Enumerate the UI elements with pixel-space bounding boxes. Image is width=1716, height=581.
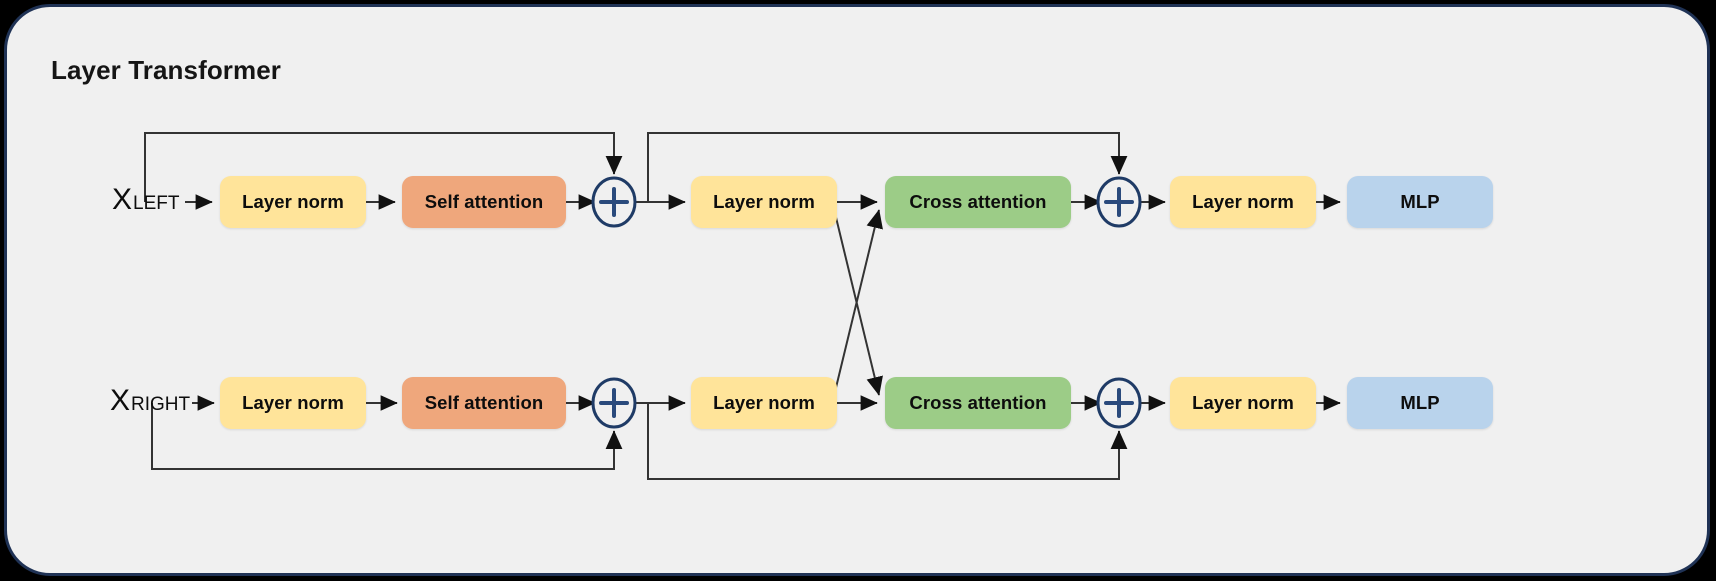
- right-layer-norm-1[interactable]: Layer norm: [220, 377, 366, 429]
- wire-cross-left-to-right: [832, 204, 883, 396]
- left-layer-norm-3[interactable]: Layer norm: [1170, 176, 1316, 228]
- x-left-letter: X: [112, 183, 133, 216]
- wire-cross-right-to-left: [832, 209, 883, 401]
- x-left-subscript: LEFT: [133, 193, 180, 214]
- left-add-2-circle: [1096, 176, 1142, 228]
- input-label-x-right: X RIGHT: [110, 384, 190, 418]
- right-mlp[interactable]: MLP: [1347, 377, 1493, 429]
- right-cross-attention[interactable]: Cross attention: [885, 377, 1071, 429]
- left-layer-norm-2[interactable]: Layer norm: [691, 176, 837, 228]
- left-add-1-circle: [591, 176, 637, 228]
- connection-wires: [144, 132, 1341, 480]
- page-title: Layer Transformer: [51, 55, 282, 85]
- right-add-2-circle: [1096, 377, 1142, 429]
- left-layer-norm-1[interactable]: Layer norm: [220, 176, 366, 228]
- left-self-attention[interactable]: Self attention: [402, 176, 566, 228]
- x-right-letter: X: [110, 384, 131, 417]
- x-right-subscript: RIGHT: [131, 394, 191, 415]
- right-add-1-circle: [591, 377, 637, 429]
- right-layer-norm-3[interactable]: Layer norm: [1170, 377, 1316, 429]
- left-mlp[interactable]: MLP: [1347, 176, 1493, 228]
- input-label-x-left: X LEFT: [112, 183, 179, 217]
- right-layer-norm-2[interactable]: Layer norm: [691, 377, 837, 429]
- right-self-attention[interactable]: Self attention: [402, 377, 566, 429]
- layer-transformer-panel: Layer Transformer: [4, 4, 1710, 576]
- left-cross-attention[interactable]: Cross attention: [885, 176, 1071, 228]
